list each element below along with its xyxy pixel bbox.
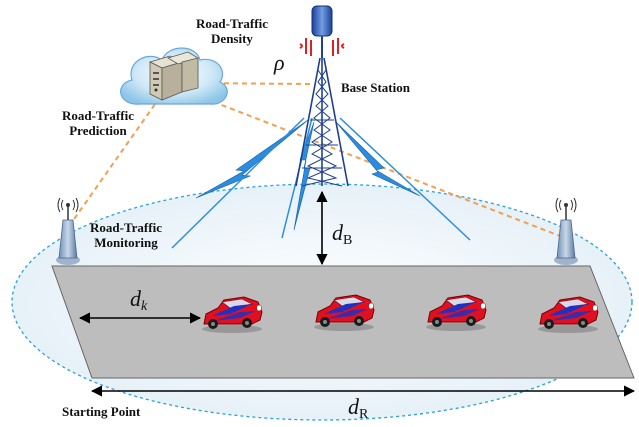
road-traffic-density-label: Road-Traffic Density: [196, 16, 268, 46]
d-B-sub: B: [343, 233, 353, 248]
rho-symbol: ρ: [274, 50, 285, 75]
road-traffic-prediction-label: Road-Traffic Prediction: [62, 108, 134, 138]
d-B-label: dB: [332, 222, 352, 252]
prediction-line2: Prediction: [69, 123, 127, 138]
monitoring-line1: Road-Traffic: [90, 220, 162, 235]
server-icon: [148, 51, 199, 101]
d-k-var: d: [130, 286, 141, 311]
d-B-var: d: [332, 220, 343, 245]
base-station-tower-icon: [295, 5, 349, 187]
d-k-sub: k: [141, 299, 148, 314]
d-R-sub: R: [359, 407, 369, 422]
monitoring-line2: Monitoring: [94, 235, 158, 250]
road-traffic-monitoring-label: Road-Traffic Monitoring: [90, 220, 162, 250]
d-k-label: dk: [130, 288, 147, 318]
starting-point-label: Starting Point: [62, 404, 141, 419]
base-station-label: Base Station: [341, 80, 410, 95]
density-line1: Road-Traffic: [196, 16, 268, 31]
density-line2: Density: [211, 31, 253, 46]
prediction-line1: Road-Traffic: [62, 108, 134, 123]
d-R-label: dR: [348, 396, 368, 426]
d-R-var: d: [348, 394, 359, 419]
